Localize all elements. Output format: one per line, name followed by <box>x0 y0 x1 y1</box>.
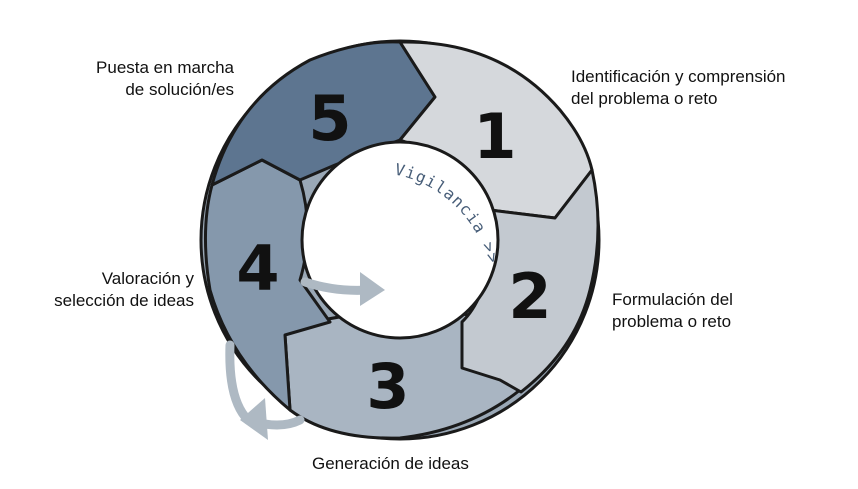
loop-arrow-lower-head <box>240 398 268 440</box>
step-number-2: 2 <box>508 260 551 333</box>
label-step-2: Formulación del problema o reto <box>612 289 733 333</box>
label-step-4-line-2: selección de ideas <box>54 291 194 310</box>
label-step-2-line-1: Formulación del <box>612 290 733 309</box>
label-step-4-line-1: Valoración y <box>101 269 194 288</box>
label-step-5: Puesta en marcha de solución/es <box>60 57 234 101</box>
step-number-3: 3 <box>366 350 409 423</box>
step-number-5: 5 <box>308 82 351 155</box>
label-step-5-line-1: Puesta en marcha <box>96 58 234 77</box>
label-step-3-line-1: Generación de ideas <box>312 454 469 473</box>
label-step-1-line-2: del problema o reto <box>571 89 718 108</box>
label-step-5-line-2: de solución/es <box>125 80 234 99</box>
step-number-4: 4 <box>236 232 279 305</box>
label-step-1-line-1: Identificación y comprensión <box>571 67 786 86</box>
step-number-1: 1 <box>473 100 516 173</box>
loop-arrow-upper-head <box>360 272 385 306</box>
label-step-1: Identificación y comprensión del problem… <box>571 66 786 110</box>
label-step-2-line-2: problema o reto <box>612 312 732 331</box>
label-step-4: Valoración y selección de ideas <box>18 268 194 312</box>
label-step-3: Generación de ideas <box>312 453 469 475</box>
